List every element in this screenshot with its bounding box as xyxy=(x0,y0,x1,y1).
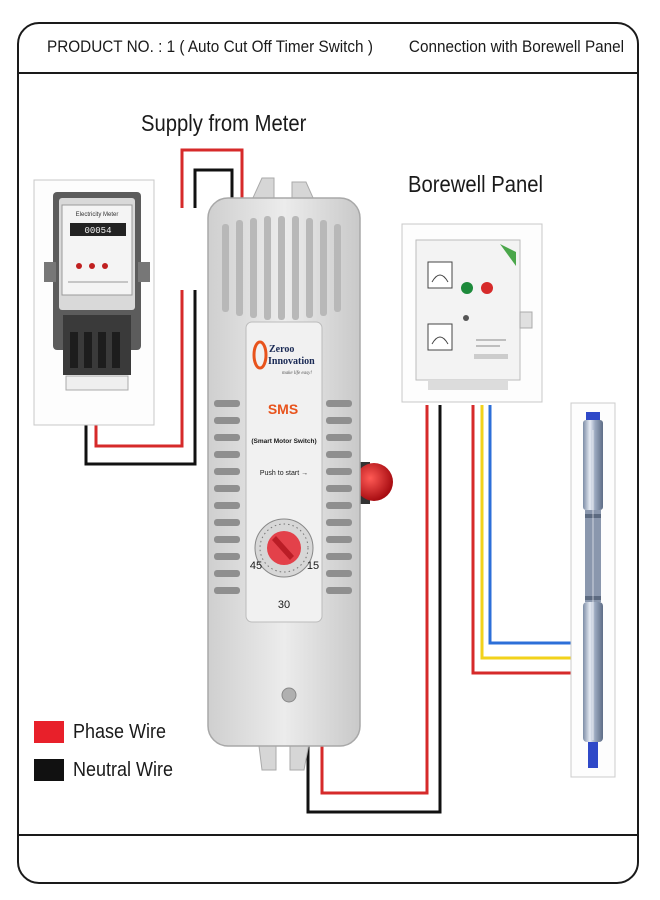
product-title: PRODUCT NO. : 1 ( Auto Cut Off Timer Swi… xyxy=(47,37,373,56)
submersible-pump xyxy=(570,402,616,778)
header-divider xyxy=(17,72,639,74)
legend-neutral-wire: Neutral Wire xyxy=(34,758,184,782)
model-name: SMS xyxy=(268,401,298,417)
footer-divider xyxy=(17,834,639,836)
borewell-panel-label: Borewell Panel xyxy=(408,171,544,197)
brand-tagline: make life easy! xyxy=(282,371,312,376)
blue-wire-panel-pump xyxy=(488,405,578,645)
neutral-wire-meter-loop xyxy=(84,290,197,466)
legend-neutral-swatch xyxy=(34,759,64,781)
connection-title: Connection with Borewell Panel xyxy=(408,37,624,56)
neutral-wire-supply-top xyxy=(193,168,234,208)
dial-mark-45: 45 xyxy=(250,560,262,572)
neutral-wire-device-panel xyxy=(306,405,442,814)
legend-neutral-label: Neutral Wire xyxy=(73,758,174,781)
push-to-start-label: Push to start → xyxy=(260,470,308,477)
brand-line1: Zeroo xyxy=(269,344,294,355)
indicator-light xyxy=(281,687,297,703)
dial-mark-30: 30 xyxy=(278,599,290,611)
meter-reading: 00054 xyxy=(84,226,111,236)
brand-logo-icon xyxy=(252,340,268,370)
yellow-wire-panel-pump xyxy=(480,405,578,660)
borewell-panel xyxy=(401,223,543,403)
start-button xyxy=(355,463,393,501)
legend-phase-wire: Phase Wire xyxy=(34,720,176,744)
upper-vents xyxy=(222,216,341,320)
phase-wire-device-panel xyxy=(320,405,429,795)
model-full-name: (Smart Motor Switch) xyxy=(251,438,316,445)
legend-phase-swatch xyxy=(34,721,64,743)
side-vents xyxy=(214,400,352,594)
legend-phase-label: Phase Wire xyxy=(73,720,167,743)
dial-mark-15: 15 xyxy=(307,560,319,572)
outer-frame xyxy=(17,22,639,884)
supply-label: Supply from Meter xyxy=(141,110,307,136)
red-wire-panel-pump xyxy=(471,405,578,675)
meter-title: Electricity Meter xyxy=(76,212,119,218)
brand-line2: Innovation xyxy=(268,356,315,367)
electricity-meter: Electricity Meter 00054 xyxy=(33,179,155,426)
smart-motor-switch: Zeroo Innovation make life easy! SMS (Sm… xyxy=(207,177,393,771)
phase-wire-supply-top xyxy=(180,148,244,208)
